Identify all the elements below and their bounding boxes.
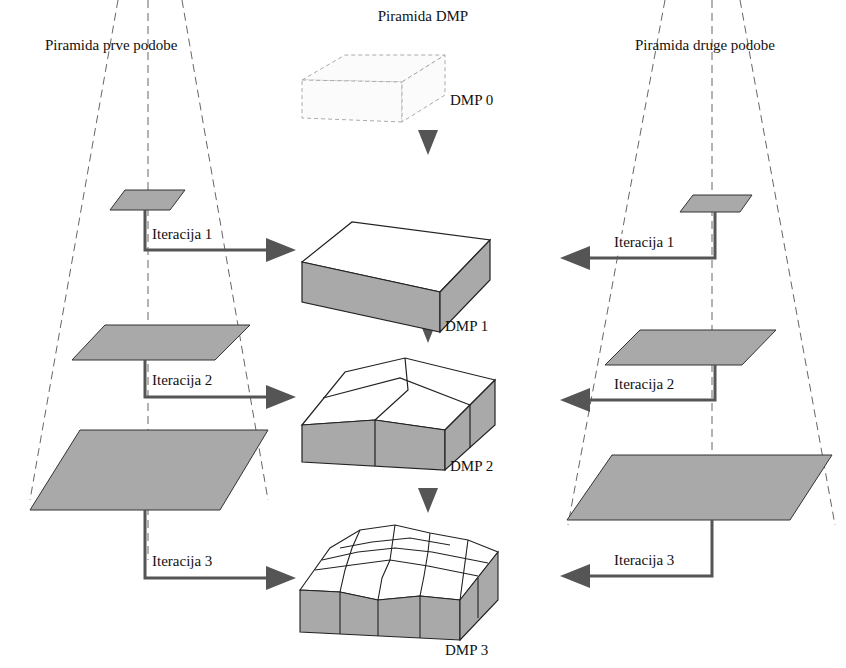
dmp-level-label: DMP 1	[445, 318, 488, 335]
pyramid-title: Piramida prve podobe	[45, 37, 177, 54]
iteration-label: Iteracija 3	[150, 553, 214, 570]
iteration-label: Iteracija 2	[612, 376, 676, 393]
dmp-level-label: DMP 0	[450, 92, 493, 109]
iteration-label: Iteracija 2	[150, 372, 214, 389]
pyramid-title: Piramida DMP	[378, 8, 468, 25]
dmp-level-label: DMP 2	[450, 458, 493, 475]
iteration-label: Iteracija 1	[612, 234, 676, 251]
iteration-label: Iteracija 3	[612, 552, 676, 569]
pyramid-title: Piramida druge podobe	[635, 37, 775, 54]
iteration-label: Iteracija 1	[150, 226, 214, 243]
dmp-level-label: DMP 3	[445, 642, 488, 659]
